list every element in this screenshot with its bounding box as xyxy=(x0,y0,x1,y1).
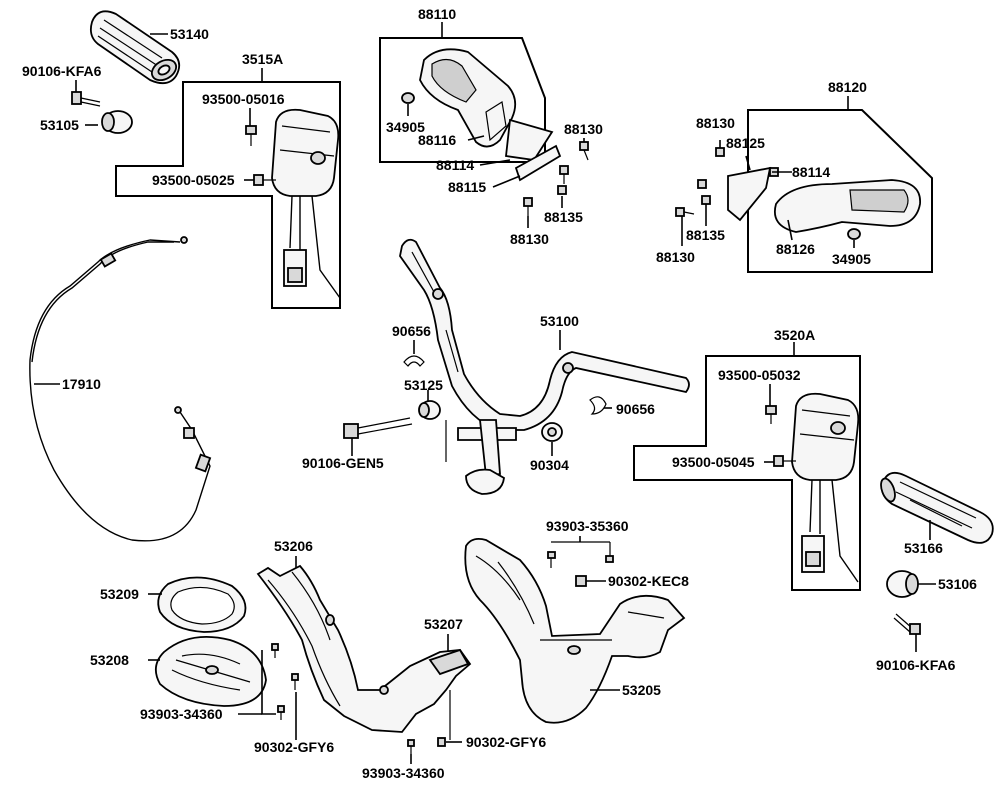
label-88114-right: 88114 xyxy=(792,164,830,180)
clip-34905-left xyxy=(401,92,415,104)
label-88130-right-a: 88130 xyxy=(696,115,735,131)
screws-lower-middle xyxy=(407,737,446,754)
bolt-90106-gen5 xyxy=(343,417,413,439)
label-88135-left: 88135 xyxy=(544,209,583,225)
screw-90302-kec8 xyxy=(575,575,587,587)
label-88126: 88126 xyxy=(776,241,815,257)
label-90302-gfy6-b: 90302-GFY6 xyxy=(466,734,546,750)
label-93903-34360-b: 93903-34360 xyxy=(362,765,445,781)
label-93500-05045: 93500-05045 xyxy=(672,454,755,470)
label-53207: 53207 xyxy=(424,616,463,632)
label-34905-left: 34905 xyxy=(386,119,425,135)
label-53206: 53206 xyxy=(274,538,313,554)
speedometer-lens-53208 xyxy=(154,635,267,707)
group-box-3520a xyxy=(633,355,861,591)
label-53205: 53205 xyxy=(622,682,661,698)
right-switch-housing xyxy=(791,392,860,583)
label-88115: 88115 xyxy=(448,179,486,195)
label-88114-left: 88114 xyxy=(436,157,474,173)
bar-end-weight-53105 xyxy=(101,110,133,134)
label-88110: 88110 xyxy=(418,6,456,22)
leader-88126 xyxy=(787,219,793,241)
bolts-88130-88135-left xyxy=(523,141,589,216)
label-53209: 53209 xyxy=(100,586,139,602)
label-17910: 17910 xyxy=(62,376,101,392)
hand-guard-left-88110 xyxy=(419,48,562,182)
label-93500-05032: 93500-05032 xyxy=(718,367,801,383)
label-53125: 53125 xyxy=(404,377,443,393)
hand-guard-right-88120 xyxy=(727,166,921,233)
cover-ring-53209 xyxy=(157,576,247,633)
handlebar-53100 xyxy=(399,238,690,495)
clip-90656-left xyxy=(403,355,425,367)
label-88125: 88125 xyxy=(726,135,765,151)
label-88116: 88116 xyxy=(418,132,456,148)
label-53106: 53106 xyxy=(938,576,977,592)
label-53105: 53105 xyxy=(40,117,79,133)
label-90302-gfy6-a: 90302-GFY6 xyxy=(254,739,334,755)
label-90302-kec8: 90302-KEC8 xyxy=(608,573,689,589)
clip-34905-right xyxy=(847,228,861,240)
label-53166: 53166 xyxy=(904,540,943,556)
screw-93500-05045 xyxy=(773,455,796,467)
screws-lower-left xyxy=(271,643,299,720)
label-53140: 53140 xyxy=(170,26,209,42)
throttle-cable-17910 xyxy=(29,236,212,542)
nut-90304 xyxy=(541,422,563,442)
label-90106-gen5: 90106-GEN5 xyxy=(302,455,384,471)
left-switch-housing xyxy=(271,108,341,299)
label-53100: 53100 xyxy=(540,313,579,329)
label-88130-left-a: 88130 xyxy=(564,121,603,137)
label-3520a: 3520A xyxy=(774,327,815,343)
right-grip-53166 xyxy=(880,471,994,544)
label-90304: 90304 xyxy=(530,457,569,473)
label-88130-right-b: 88130 xyxy=(656,249,695,265)
label-90106-kfa6-bottom: 90106-KFA6 xyxy=(876,657,956,673)
label-53208: 53208 xyxy=(90,652,129,668)
clamp-53125 xyxy=(418,400,441,420)
screw-90106-kfa6-top xyxy=(71,91,101,107)
label-93500-05016: 93500-05016 xyxy=(202,91,285,107)
leader-88116 xyxy=(467,135,485,141)
label-93500-05025: 93500-05025 xyxy=(152,172,235,188)
label-88135-right: 88135 xyxy=(686,227,725,243)
bar-end-weight-53106 xyxy=(886,570,919,598)
label-93903-34360-a: 93903-34360 xyxy=(140,706,223,722)
label-3515a: 3515A xyxy=(242,51,283,67)
handle-cover-front-53205 xyxy=(464,537,686,724)
screw-93500-05032 xyxy=(765,405,777,424)
screw-93500-05016 xyxy=(245,125,257,146)
screw-93903-35360 xyxy=(547,541,614,568)
leader-88114-left xyxy=(479,159,511,166)
handle-cover-rear-53206 xyxy=(256,564,472,733)
label-90656-right: 90656 xyxy=(616,401,655,417)
clip-90656-right xyxy=(589,396,607,415)
screw-90106-kfa6-bottom xyxy=(893,613,921,635)
label-93903-35360: 93903-35360 xyxy=(546,518,629,534)
group-box-3515a xyxy=(115,81,341,309)
label-90656-left: 90656 xyxy=(392,323,431,339)
label-90106-kfa6-top: 90106-KFA6 xyxy=(22,63,102,79)
group-box-88120 xyxy=(747,109,933,273)
left-grip-53140 xyxy=(89,10,181,85)
leader-88125 xyxy=(745,155,751,171)
label-88120: 88120 xyxy=(828,79,867,95)
leader-88115 xyxy=(492,175,521,188)
label-88130-left-b: 88130 xyxy=(510,231,549,247)
label-34905-right: 34905 xyxy=(832,251,871,267)
